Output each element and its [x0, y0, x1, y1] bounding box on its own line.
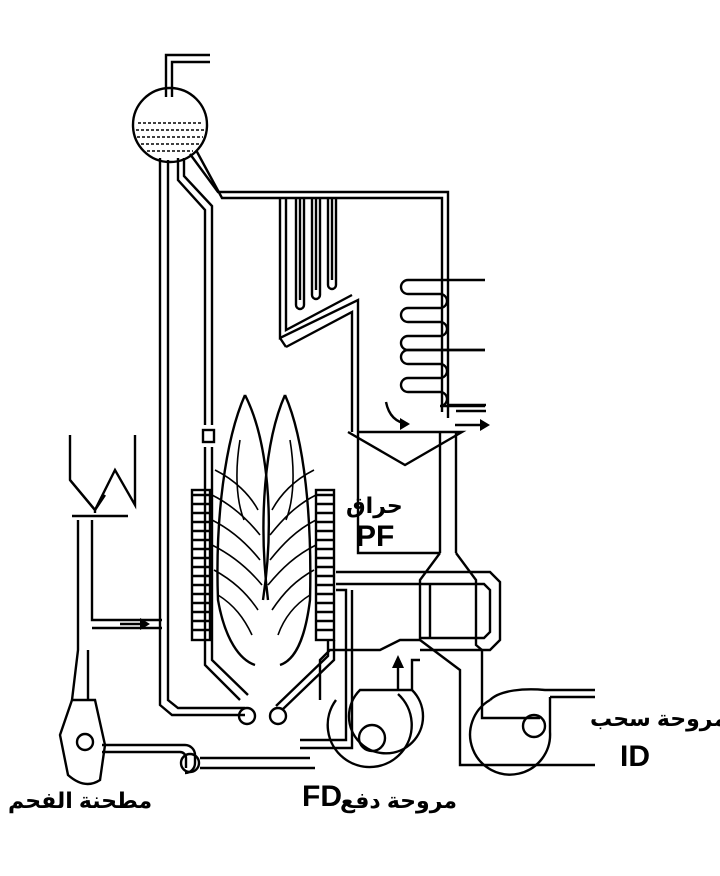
burner-code: PF: [356, 520, 395, 553]
fd-fan-code: FD: [302, 780, 342, 813]
coal-mill: [58, 650, 315, 786]
flue-gas-arrows: [384, 401, 490, 431]
fd-fan: [318, 638, 425, 769]
flames: [211, 394, 317, 667]
burner-wall-left: [190, 488, 212, 642]
economizer-coils: [399, 278, 486, 413]
bottom-headers: [237, 640, 336, 726]
id-fan: [468, 688, 595, 776]
coal-hopper: [68, 435, 162, 701]
coal-mill-label: مطحنة الفحم: [8, 788, 153, 813]
id-fan-code: ID: [620, 740, 650, 773]
platen-tubes: [294, 198, 338, 311]
furnace: [278, 198, 595, 767]
id-fan-label: مروحة سحب: [590, 706, 720, 731]
steam-drum: [131, 53, 210, 164]
downcomer-pipes: [158, 158, 249, 717]
burner-label: حراق: [346, 493, 403, 518]
burner-wall-right: [314, 488, 336, 642]
fd-fan-label: مروحة دفع: [340, 788, 458, 813]
air-ducts: [300, 570, 502, 750]
